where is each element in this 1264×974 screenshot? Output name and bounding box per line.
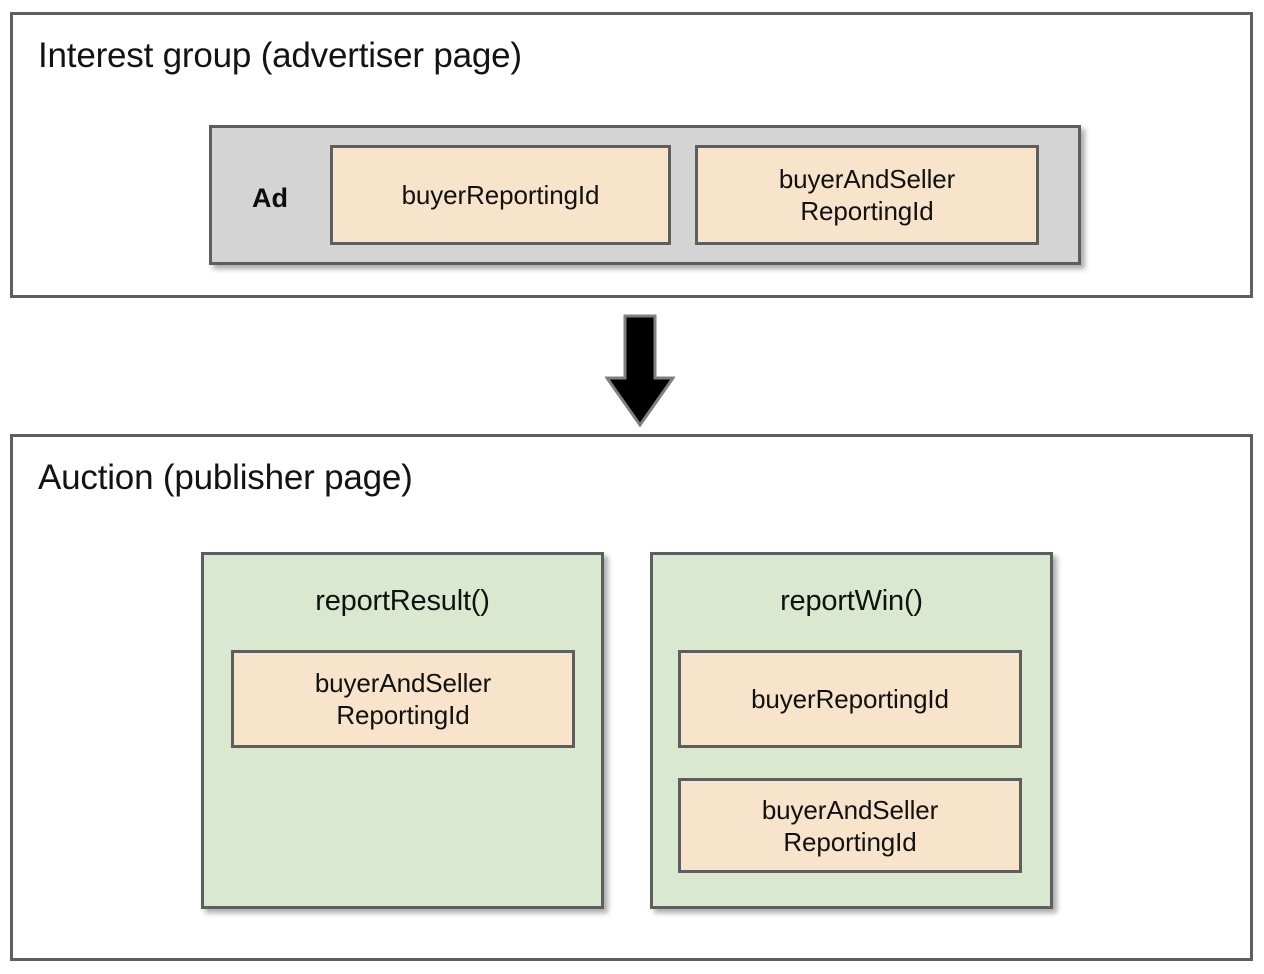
section-interest-group: Interest group (advertiser page) Ad buye…: [10, 12, 1253, 298]
chip-label: buyerReportingId: [751, 684, 949, 714]
chip-report-result-buyer-and-seller-reporting-id: buyerAndSeller ReportingId: [231, 650, 575, 748]
section-auction: Auction (publisher page): [10, 434, 1253, 961]
chip-label-line2: ReportingId: [336, 700, 470, 730]
chip-label-line2: ReportingId: [783, 826, 917, 857]
flow-arrow-shape: [605, 314, 675, 427]
chip-label: buyerAndSeller ReportingId: [779, 163, 955, 227]
chip-label: buyerAndSeller ReportingId: [762, 794, 938, 858]
chip-label-line2: ReportingId: [800, 196, 934, 226]
chip-label-line1: buyerAndSeller: [778, 164, 956, 194]
chip-report-win-buyer-and-seller-reporting-id: buyerAndSeller ReportingId: [678, 778, 1022, 873]
function-name-report-win: reportWin(): [780, 585, 923, 617]
chip-label: buyerReportingId: [401, 180, 600, 210]
chip-ad-buyer-and-seller-reporting-id: buyerAndSeller ReportingId: [695, 145, 1039, 245]
chip-label: buyerAndSeller ReportingId: [315, 667, 491, 731]
ad-label: Ad: [252, 183, 288, 213]
chip-report-win-buyer-reporting-id: buyerReportingId: [678, 650, 1022, 748]
function-name-report-result: reportResult(): [315, 585, 490, 617]
chip-ad-buyer-reporting-id: buyerReportingId: [330, 145, 671, 245]
section-interest-group-title: Interest group (advertiser page): [38, 36, 522, 75]
chip-label-line1: buyerAndSeller: [314, 668, 492, 698]
section-auction-title: Auction (publisher page): [38, 458, 413, 497]
chip-label-line1: buyerAndSeller: [761, 794, 939, 825]
flow-arrow-down-icon: [605, 314, 675, 427]
